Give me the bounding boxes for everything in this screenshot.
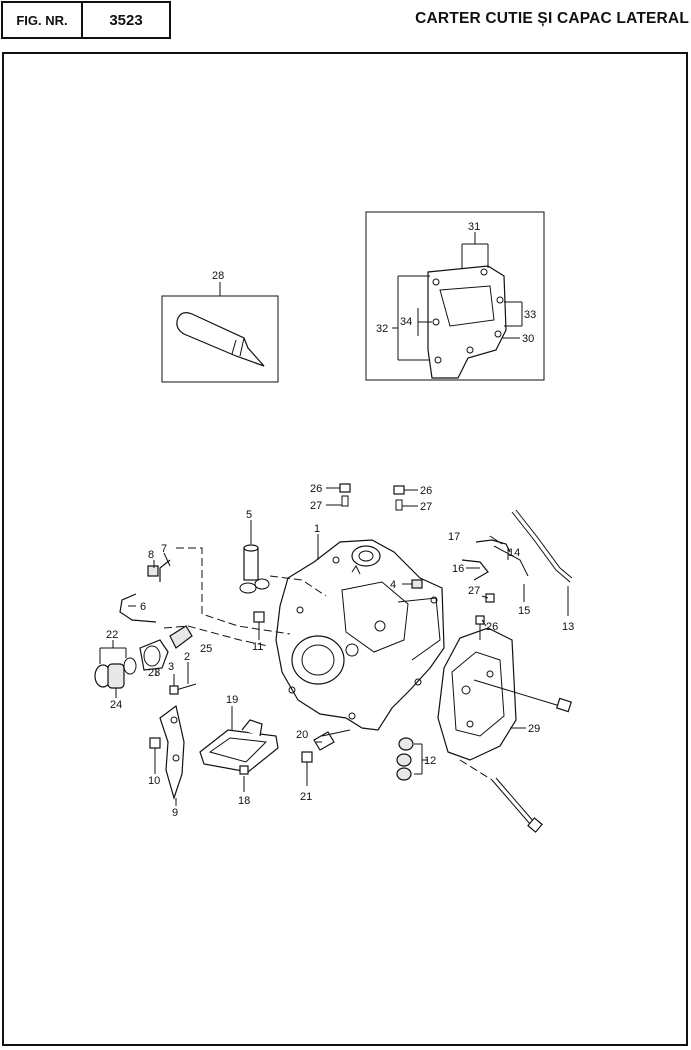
sealant-inset [161,282,279,383]
callout-7: 7 [161,543,167,555]
callout-21: 21 [300,791,312,803]
callout-24: 24 [110,699,122,711]
callout-3: 3 [168,661,174,673]
callout-4: 4 [390,579,396,591]
callout-15: 15 [518,605,530,617]
callout-19: 19 [226,694,238,706]
callout-34: 34 [400,316,412,328]
header: FIG. NR. 3523 CARTER CUTIE ȘI CAPAC LATE… [0,0,691,44]
callout-26-top-left: 26 [310,483,322,495]
callout-26-right: 26 [486,621,498,633]
diagram-frame [2,52,688,1046]
side-cover-inset [365,211,545,381]
callout-16: 16 [452,563,464,575]
speedometer-driven-gear-assembly [94,625,193,689]
sealant-tube-part [176,312,265,367]
breather-hose-assembly [119,544,327,647]
callout-28: 28 [212,270,224,282]
callout-2: 2 [184,651,190,663]
oil-strainer-part [199,719,279,775]
callout-25: 25 [200,643,212,655]
figure-label: FIG. NR. [3,3,83,37]
callout-1: 1 [314,523,320,535]
callout-29: 29 [528,723,540,735]
callout-27-top-right: 27 [420,501,432,513]
plugs-part [396,737,414,781]
shift-lever-parts [461,509,573,640]
callout-17: 17 [448,531,460,543]
side-cover-main-part [437,627,517,761]
bracket-plate-part [149,704,185,801]
transmission-case-part [275,539,445,731]
callout-20: 20 [296,729,308,741]
callout-23: 23 [148,667,160,679]
callout-27-top-left: 27 [310,500,322,512]
callout-22: 22 [106,629,118,641]
figure-number-box: FIG. NR. 3523 [1,1,171,39]
callout-5: 5 [246,509,252,521]
callout-13: 13 [562,621,574,633]
side-cover-part [427,265,507,379]
callout-11: 11 [252,641,263,653]
page-title: CARTER CUTIE ȘI CAPAC LATERAL [415,10,689,27]
callout-18: 18 [238,795,250,807]
callout-6: 6 [140,601,146,613]
callout-30: 30 [522,333,534,345]
callout-33: 33 [524,309,536,321]
side-cover-inset-box [365,211,545,381]
callout-9: 9 [172,807,178,819]
figure-number: 3523 [109,11,143,29]
callout-32: 32 [376,323,388,335]
callout-31: 31 [468,221,480,233]
top-bolts-part [339,483,405,511]
callout-26-top-right: 26 [420,485,432,497]
callout-27-right: 27 [468,585,480,597]
callout-10: 10 [148,775,160,787]
callout-8: 8 [148,549,154,561]
callout-14: 14 [508,547,520,559]
callout-12: 12 [424,755,436,767]
